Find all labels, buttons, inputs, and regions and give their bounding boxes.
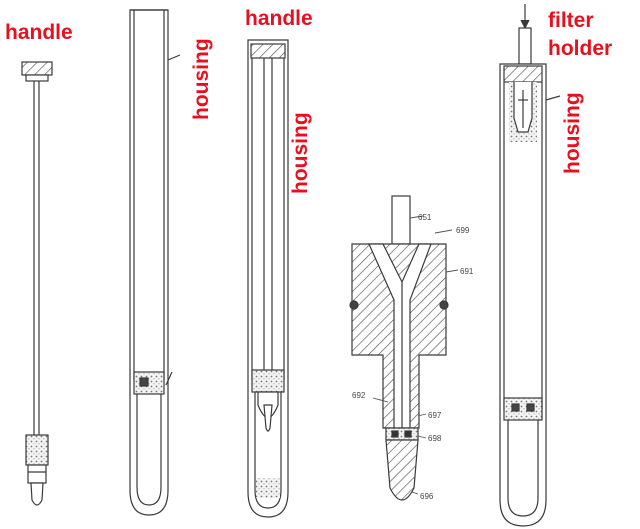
handle-rod-figure [21, 61, 53, 506]
ref-697: 697 [428, 411, 442, 420]
ref-698: 698 [428, 434, 442, 443]
label-housing-right: housing [561, 92, 584, 174]
label-housing-tube3: housing [289, 112, 312, 194]
label-holder: holder [548, 37, 613, 60]
cross-section-figure [349, 195, 459, 501]
ref-699: 699 [456, 226, 470, 235]
label-filter: filter [548, 9, 594, 32]
housing-tube-figure [129, 9, 181, 516]
ref-651: 651 [418, 213, 432, 222]
label-handle-left: handle [5, 21, 73, 44]
ref-691: 691 [460, 267, 474, 276]
label-housing-tube2: housing [190, 38, 213, 120]
ref-692: 692 [352, 391, 366, 400]
ref-696: 696 [420, 492, 434, 501]
filter-holder-figure [499, 4, 561, 527]
label-handle-tube3: handle [245, 7, 313, 30]
assembled-tube-figure [247, 39, 289, 518]
reference-numerals: 651 699 691 692 697 698 696 [352, 213, 474, 501]
